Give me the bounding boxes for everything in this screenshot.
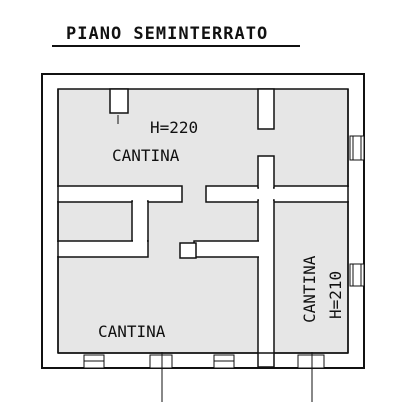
window-right-lower xyxy=(349,263,365,287)
window-bottom-2 xyxy=(149,354,173,369)
wall-pillar-center xyxy=(179,242,197,259)
wall-horizontal-left xyxy=(57,185,183,203)
seam-cover-3 xyxy=(133,240,147,244)
wall-horizontal-right xyxy=(205,185,349,203)
seam-cover-1 xyxy=(259,185,273,203)
window-right-upper xyxy=(349,135,365,161)
room-height-top: H=220 xyxy=(150,118,198,137)
interior-floor xyxy=(57,88,349,354)
wall-vertical-right xyxy=(257,199,275,368)
seam-cover-4 xyxy=(259,240,273,258)
wall-lower-right xyxy=(193,240,261,258)
room-height-right: H=210 xyxy=(326,271,345,319)
wall-stub-top xyxy=(257,155,275,189)
plan-title: PIANO SEMINTERRATO xyxy=(66,24,268,44)
room-label-right: CANTINA xyxy=(300,255,319,323)
seam-cover-2 xyxy=(133,200,147,204)
wall-vertical-left-block xyxy=(131,200,149,242)
room-label-bottom-left: CANTINA xyxy=(98,322,166,341)
top-niche-left xyxy=(109,88,129,114)
room-label-top: CANTINA xyxy=(112,146,180,165)
window-bottom-4 xyxy=(297,354,325,369)
top-niche-right xyxy=(257,88,275,130)
